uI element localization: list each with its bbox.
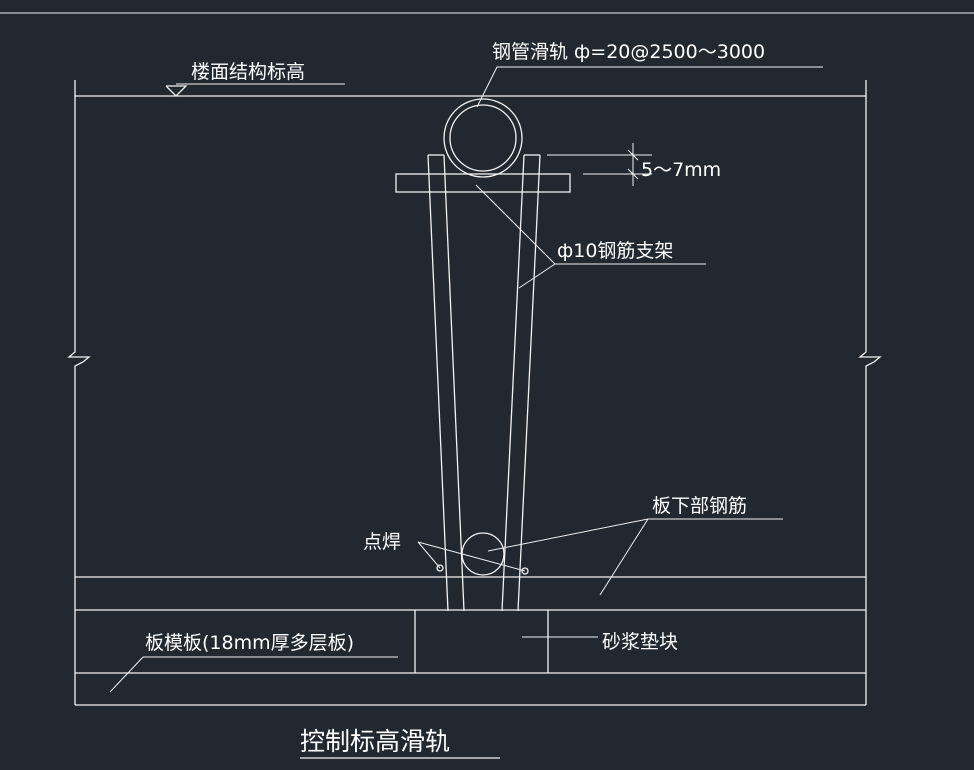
right-leg-inner: [501, 154, 525, 612]
right-leg-outer: [517, 154, 541, 612]
formwork-leader-diag: [109, 656, 144, 693]
diagram-title: 控制标高滑轨: [300, 727, 450, 756]
rebar-leader-1: [487, 518, 649, 552]
spot-weld-label: 点焊: [363, 531, 401, 553]
floor-level-label: 楼面结构标高: [191, 61, 305, 83]
weld-point-left: [436, 564, 444, 572]
mortar-block-label: 砂浆垫块: [602, 631, 678, 653]
gap-tick-top: [627, 149, 639, 161]
right-break-line: [858, 80, 882, 705]
left-leg-outer: [427, 154, 449, 612]
formwork-label: 板模板(18mm厚多层板): [145, 632, 354, 654]
left-break-line: [67, 80, 91, 705]
pipe-leader: [476, 66, 823, 108]
left-leg-inner: [443, 154, 465, 612]
steel-pipe-outer: [443, 98, 523, 178]
bottom-rebar-circle: [461, 532, 505, 576]
bottom-rebar-label: 板下部钢筋: [652, 495, 747, 517]
level-symbol-icon: [165, 85, 188, 97]
support-leader-2: [518, 263, 556, 289]
support-leader-1: [475, 184, 556, 265]
rebar-leader-2: [599, 518, 649, 596]
rebar-support-label: ф10钢筋支架: [557, 240, 673, 262]
pipe-rail-label: 钢管滑轨 ф=20@2500～3000: [492, 41, 765, 63]
gap-label: 5～7mm: [641, 159, 721, 181]
weld-leader-right: [417, 541, 526, 572]
weld-leader-left: [417, 541, 441, 569]
steel-pipe-inner: [449, 104, 517, 172]
weld-point-right: [521, 567, 529, 575]
gap-tick-bottom: [627, 168, 639, 180]
